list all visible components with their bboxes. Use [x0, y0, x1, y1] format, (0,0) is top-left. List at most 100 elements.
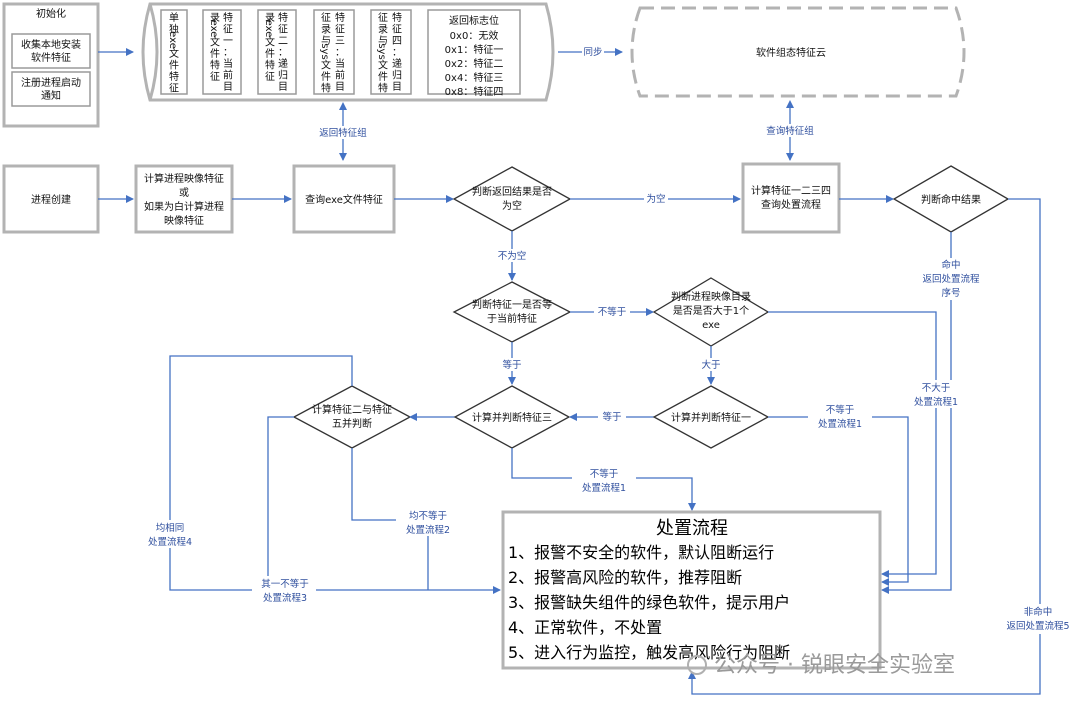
judge-hit-label: 判断命中结果: [921, 193, 981, 206]
all-diff-line: [351, 448, 429, 590]
feature-col2b-text-char: 文: [210, 36, 220, 49]
miss-label-l1: 非命中: [1024, 606, 1053, 618]
feature-col3a-text-char: 目: [278, 82, 288, 93]
process-create-box: 进程创建: [2, 164, 100, 234]
feature-col5b-text-char: 录: [378, 24, 388, 36]
cloud-box: 软件组态特征云: [630, 6, 966, 98]
feature-col4a-text-char: 特: [335, 12, 345, 24]
compute-image-l3: 如果为白计算进程: [144, 200, 224, 213]
compute-image-l1: 计算进程映像特征: [144, 172, 224, 185]
feature-col4b-text-char: 特: [321, 83, 331, 95]
compute-image-box: 计算进程映像特征 或 如果为白计算进程 映像特征: [134, 164, 234, 234]
one-diff-line: [267, 416, 294, 590]
feature-col2a-text-char: 特: [223, 12, 233, 24]
feature-col4b-text-char: 征: [321, 12, 331, 24]
greater-label: 大于: [701, 359, 720, 371]
all-diff-l2: 处置流程2: [406, 524, 450, 536]
init-box: 初始化 收集本地安装 软件特征 注册进程启动 通知: [2, 2, 100, 128]
feature-col3: [257, 9, 297, 95]
flag-3: 0x2：特征二: [445, 58, 504, 70]
feature-col3a-text-char: 递: [278, 57, 288, 70]
feature-col5: [370, 9, 412, 95]
disposal-item-4: 4、正常软件，不处置: [508, 618, 662, 637]
disposal-title: 处置流程: [656, 518, 728, 539]
feature-col1-text-char: 独: [169, 23, 179, 36]
feature-col4b-text-char: 与: [321, 35, 331, 47]
feature-col4a-text-char: 目: [335, 82, 345, 93]
features-cylinder: 单独exe文件特征特征一：当前目录exe文件特征特征二：递归目录exe文件特征特…: [141, 2, 555, 102]
feature-col1-text-char: 单: [169, 12, 179, 24]
feature-col2b-text-char: 件: [210, 48, 220, 60]
all-same-l2: 处置流程4: [148, 536, 192, 548]
feature-col4a-text-char: 三: [335, 36, 345, 47]
feature-col4: [313, 9, 355, 95]
feature-col2a-text-char: 征: [223, 24, 233, 36]
compute-f2f5-l1: 计算特征二与特征: [312, 403, 392, 416]
compute-features-box: 计算特征一二三四 查询处置流程: [741, 162, 841, 234]
compute-f2f5-l2: 五并判断: [332, 417, 372, 430]
feature-col5b-text-char: 文: [378, 59, 388, 72]
one-diff-l1: 其一不等于: [261, 578, 309, 590]
feature-col3b-text-char: exe: [263, 20, 274, 38]
flags-box: [427, 9, 521, 95]
feature-col4b-text-char: 件: [321, 71, 331, 83]
judge-dir-diamond: 判断进程映像目录 是否是否大于1个 exe: [652, 277, 770, 347]
feature-col4a-text-char: 前: [335, 69, 345, 82]
all-same-line: [169, 355, 501, 594]
compute-f3-diamond: 计算并判断特征三: [453, 385, 571, 449]
compute-features-l2: 查询处置流程: [761, 198, 821, 211]
miss-line-b: [688, 634, 1041, 695]
hit-line-b: [881, 300, 952, 594]
judge-feature1-l1: 判断特征一是否等: [472, 298, 552, 311]
feature-col2a-text-char: ：: [223, 48, 233, 59]
all-same-l1: 均相同: [156, 522, 185, 534]
feature-col3a-text-char: 征: [278, 24, 288, 36]
f1-not-equal-l2: 处置流程1: [818, 418, 862, 430]
process-create-label: 进程创建: [31, 193, 71, 206]
judge-hit-diamond: 判断命中结果: [892, 165, 1010, 233]
not-greater-l1: 不大于: [922, 382, 951, 394]
equal-label1: 等于: [502, 359, 521, 371]
feature-col4b-text-char: sys: [319, 43, 330, 59]
feature-col1-text-char: 征: [169, 83, 179, 95]
feature-col4b-text-char: 录: [321, 24, 331, 36]
init-item1-l1: 收集本地安装: [21, 38, 81, 51]
judge-dir-l2: 是否是否大于1个: [673, 304, 749, 317]
feature-col3b-text-char: 录: [265, 12, 275, 24]
disposal-item-3: 3、报警缺失组件的绿色软件，提示用户: [508, 593, 790, 612]
miss-label-l2: 返回处置流程5: [1006, 620, 1069, 632]
feature-col5a-text-char: 四: [392, 36, 402, 47]
flag-5: 0x8：特征四: [445, 86, 504, 98]
feature-col4a-text-char: 征: [335, 24, 345, 36]
compute-f1-diamond: 计算并判断特征一: [652, 385, 770, 449]
hit-label-l2: 返回处置流程: [922, 273, 980, 285]
watermark: 公众号 · 锐眼安全实验室: [687, 653, 955, 678]
f3-not-equal-l1: 不等于: [590, 468, 619, 480]
feature-col3a-text-char: 特: [278, 12, 288, 24]
disposal-item-5: 5、进入行为监控，触发高风险行为阻断: [508, 643, 790, 662]
flag-1: 0x0：无效: [450, 29, 499, 42]
compute-image-l4: 映像特征: [164, 215, 204, 227]
judge-return-l1: 判断返回结果是否: [472, 185, 552, 198]
feature-col2a-text-char: 目: [223, 82, 233, 93]
compute-f3-label: 计算并判断特征三: [472, 411, 552, 424]
feature-col5b-text-char: 特: [378, 83, 388, 95]
judge-feature1-diamond: 判断特征一是否等 于当前特征: [452, 281, 572, 343]
feature-col5b-text-char: sys: [376, 43, 387, 59]
judge-dir-l3: exe: [702, 320, 720, 331]
feature-col5b-text-char: 件: [378, 71, 388, 83]
init-title: 初始化: [36, 7, 66, 20]
feature-col3b-text-char: 件: [265, 48, 275, 60]
feature-col3b-text-char: 特: [265, 60, 275, 72]
feature-col4b-text-char: 文: [321, 59, 331, 72]
not-greater-l2: 处置流程1: [914, 396, 958, 408]
all-diff-l1: 均不等于: [409, 510, 447, 522]
feature-col5a-text-char: 征: [392, 24, 402, 36]
feature-col5a-text-char: ：: [392, 48, 402, 59]
not-equal-label1: 不等于: [598, 306, 627, 318]
not-empty-label: 不为空: [498, 250, 527, 262]
return-group-label: 返回特征组: [319, 127, 367, 139]
watermark-text: 公众号 · 锐眼安全实验室: [714, 653, 955, 678]
feature-col2b-text-char: 特: [210, 60, 220, 72]
